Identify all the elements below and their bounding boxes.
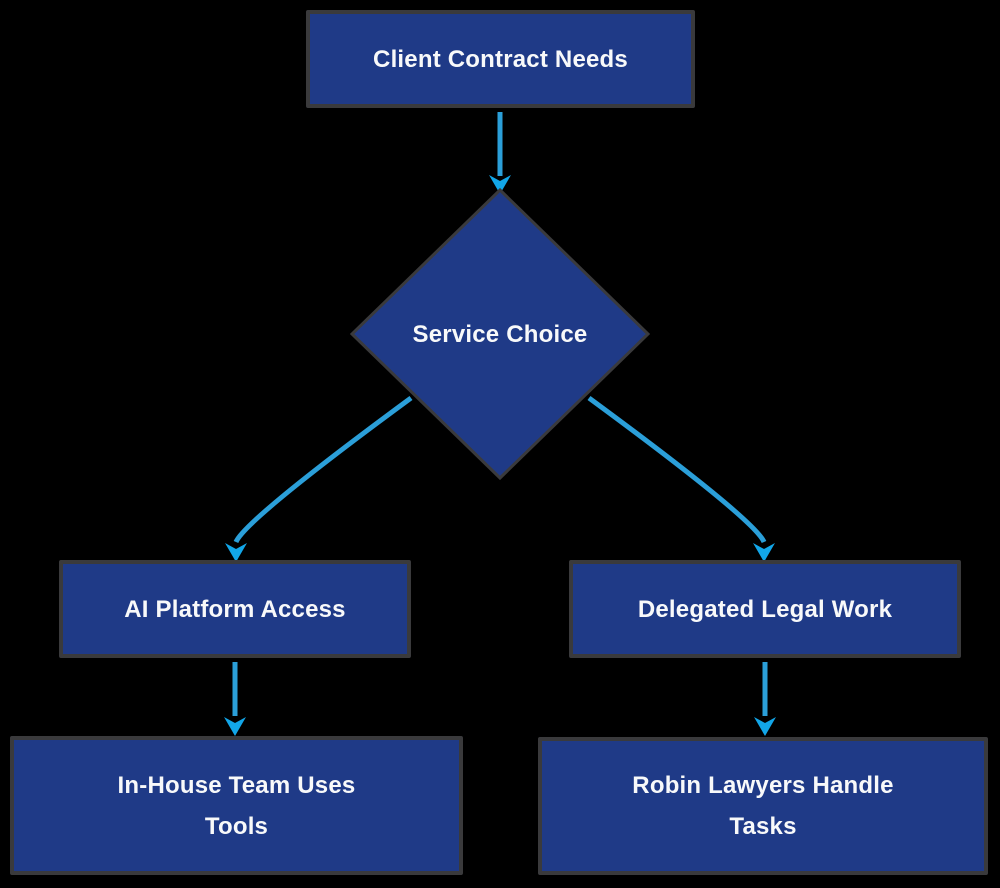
node-service-choice-label: Service Choice bbox=[380, 314, 620, 355]
node-label-line1: Robin Lawyers Handle bbox=[632, 772, 894, 799]
node-label-line2: Tools bbox=[204, 812, 269, 840]
arrowhead-icon bbox=[754, 717, 776, 736]
node-robin-lawyers-handle-tasks: Robin Lawyers Handle Tasks bbox=[538, 737, 988, 875]
node-label: Client Contract Needs bbox=[373, 45, 628, 73]
node-label-line1: In-House Team Uses bbox=[117, 771, 356, 799]
node-delegated-legal-work: Delegated Legal Work bbox=[569, 560, 961, 658]
edge-decision-to-ai-platform bbox=[225, 395, 413, 562]
edge-ai-platform-to-inhouse bbox=[224, 662, 246, 736]
arrowhead-icon bbox=[225, 543, 247, 562]
node-label-line2: Tasks bbox=[729, 813, 797, 840]
arrowhead-icon bbox=[224, 717, 246, 736]
node-label: Service Choice bbox=[412, 321, 588, 348]
node-label: AI Platform Access bbox=[124, 595, 346, 623]
edge-decision-to-delegated-work bbox=[587, 395, 775, 562]
node-in-house-team-uses-tools: In-House Team Uses Tools bbox=[10, 736, 463, 875]
edge-delegated-to-robin bbox=[754, 662, 776, 736]
edge-start-to-decision bbox=[489, 112, 511, 194]
node-service-choice-shape bbox=[349, 187, 651, 481]
node-client-contract-needs: Client Contract Needs bbox=[306, 10, 695, 108]
arrowhead-icon bbox=[753, 543, 775, 562]
node-ai-platform-access: AI Platform Access bbox=[59, 560, 411, 658]
arrowhead-icon bbox=[489, 175, 511, 194]
node-label: Delegated Legal Work bbox=[637, 595, 893, 623]
